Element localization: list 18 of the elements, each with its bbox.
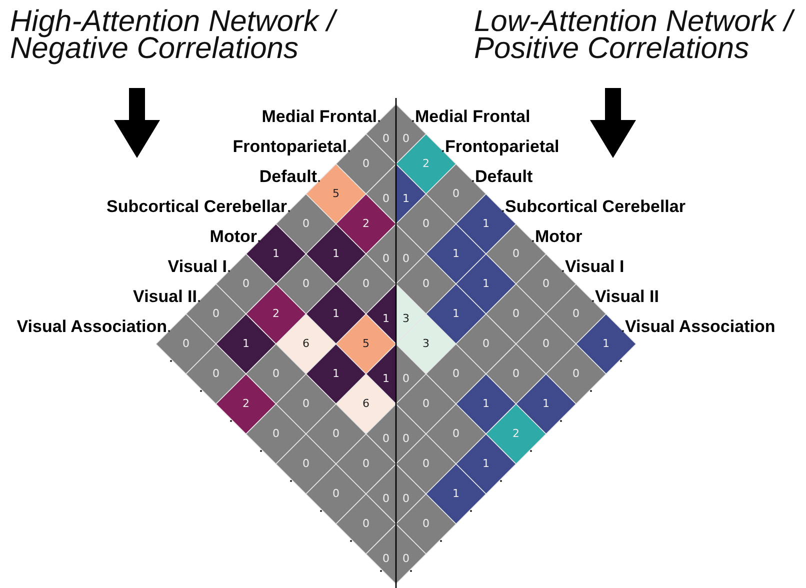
row-label: Visual Association [16,317,167,337]
row-label: Visual II [133,287,197,307]
heading: Low-Attention Network / Positive Correlations [474,8,804,62]
row-label: Medial Frontal [262,107,377,127]
row-label: Default [259,167,317,187]
row-label: Frontoparietal [232,137,347,157]
row-label: Medial Frontal [415,107,530,127]
row-label: Visual I [565,257,624,277]
row-label: Visual II [595,287,659,307]
row-label: Subcortical Cerebellar [505,197,686,217]
row-label: Frontoparietal [445,137,560,157]
row-label: Visual I [168,257,227,277]
heading: High-Attention Network / Negative Correlations [10,8,338,62]
row-label: Default [475,167,533,187]
row-label: Motor [535,227,582,247]
row-label: Motor [210,227,257,247]
row-label: Subcortical Cerebellar [106,197,287,217]
row-label: Visual Association [625,317,776,337]
